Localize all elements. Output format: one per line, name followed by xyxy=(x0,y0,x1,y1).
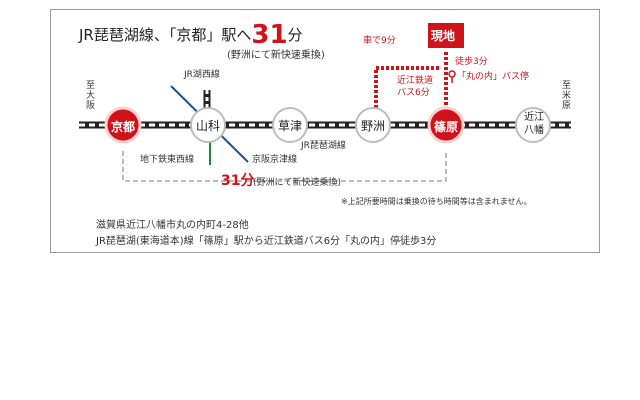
station-yasu: 野洲 xyxy=(361,119,386,133)
station-kusatsu: 草津 xyxy=(278,119,303,133)
line-biwako-label: JR琵琶湖線 xyxy=(301,141,346,151)
total-time-detail: (野洲にて新快速乗換) xyxy=(253,178,342,188)
access-description: JR琵琶湖(東海道本)線「篠原」駅から近江鉄道バス6分「丸の内」停徒歩3分 xyxy=(96,236,437,247)
total-time-label: 31分 xyxy=(221,173,255,189)
bus-stop-label: 「丸の内」バス停 xyxy=(457,72,530,82)
site-label: 現地 xyxy=(431,29,456,43)
station-shinohara: 篠原 xyxy=(434,120,459,134)
station-yasu-circle xyxy=(355,107,391,143)
station-shinohara-circle xyxy=(427,106,465,144)
destination-east: 至米原 xyxy=(560,80,570,110)
car-route-dotted xyxy=(374,66,441,113)
route-map-graphic xyxy=(79,23,571,182)
line-tozai-label: 地下鉄東西線 xyxy=(140,155,195,165)
car-time-label: 車で9分 xyxy=(363,36,396,46)
address-line: 滋賀県近江八幡市丸の内町4-28他 xyxy=(96,220,249,231)
footnote: ※上記所要時間は乗換の待ち時間等は含まれません。 xyxy=(341,197,532,206)
bus-line2-label: バス6分 xyxy=(397,88,430,98)
station-kusatsu-circle xyxy=(272,107,308,143)
site-marker-box xyxy=(428,23,464,48)
station-omihachiman-circle xyxy=(515,107,551,143)
bus-stop-pin-icon xyxy=(448,70,456,78)
express-route-dashed-line xyxy=(122,151,447,182)
line-keihan-label: 京阪京津線 xyxy=(252,155,298,165)
walk-time-label: 徒歩3分 xyxy=(455,57,488,67)
headline-prefix: JR琵琶湖線、「京都」駅へ xyxy=(79,26,252,44)
station-omihachiman: 近江八幡 xyxy=(524,112,544,136)
line-kosei-label: JR湖西線 xyxy=(184,70,220,80)
headline-minutes: 31 xyxy=(251,20,288,50)
station-yamashina: 山科 xyxy=(196,119,221,133)
station-kyoto-circle xyxy=(104,106,142,144)
station-kyoto: 京都 xyxy=(111,120,136,134)
headline-suffix: 分 xyxy=(287,26,303,44)
destination-west: 至大阪 xyxy=(84,80,94,110)
headline-subtitle: (野洲にて新快速乗換) xyxy=(227,50,325,61)
station-yamashina-circle xyxy=(190,107,226,143)
access-map-panel: JR琵琶湖線、「京都」駅へ31分 (野洲にて新快速乗換) 至大阪 至米原 京都 … xyxy=(50,9,600,253)
headline: JR琵琶湖線、「京都」駅へ31分 xyxy=(79,20,303,50)
bus-line1-label: 近江鉄道 xyxy=(397,76,434,86)
